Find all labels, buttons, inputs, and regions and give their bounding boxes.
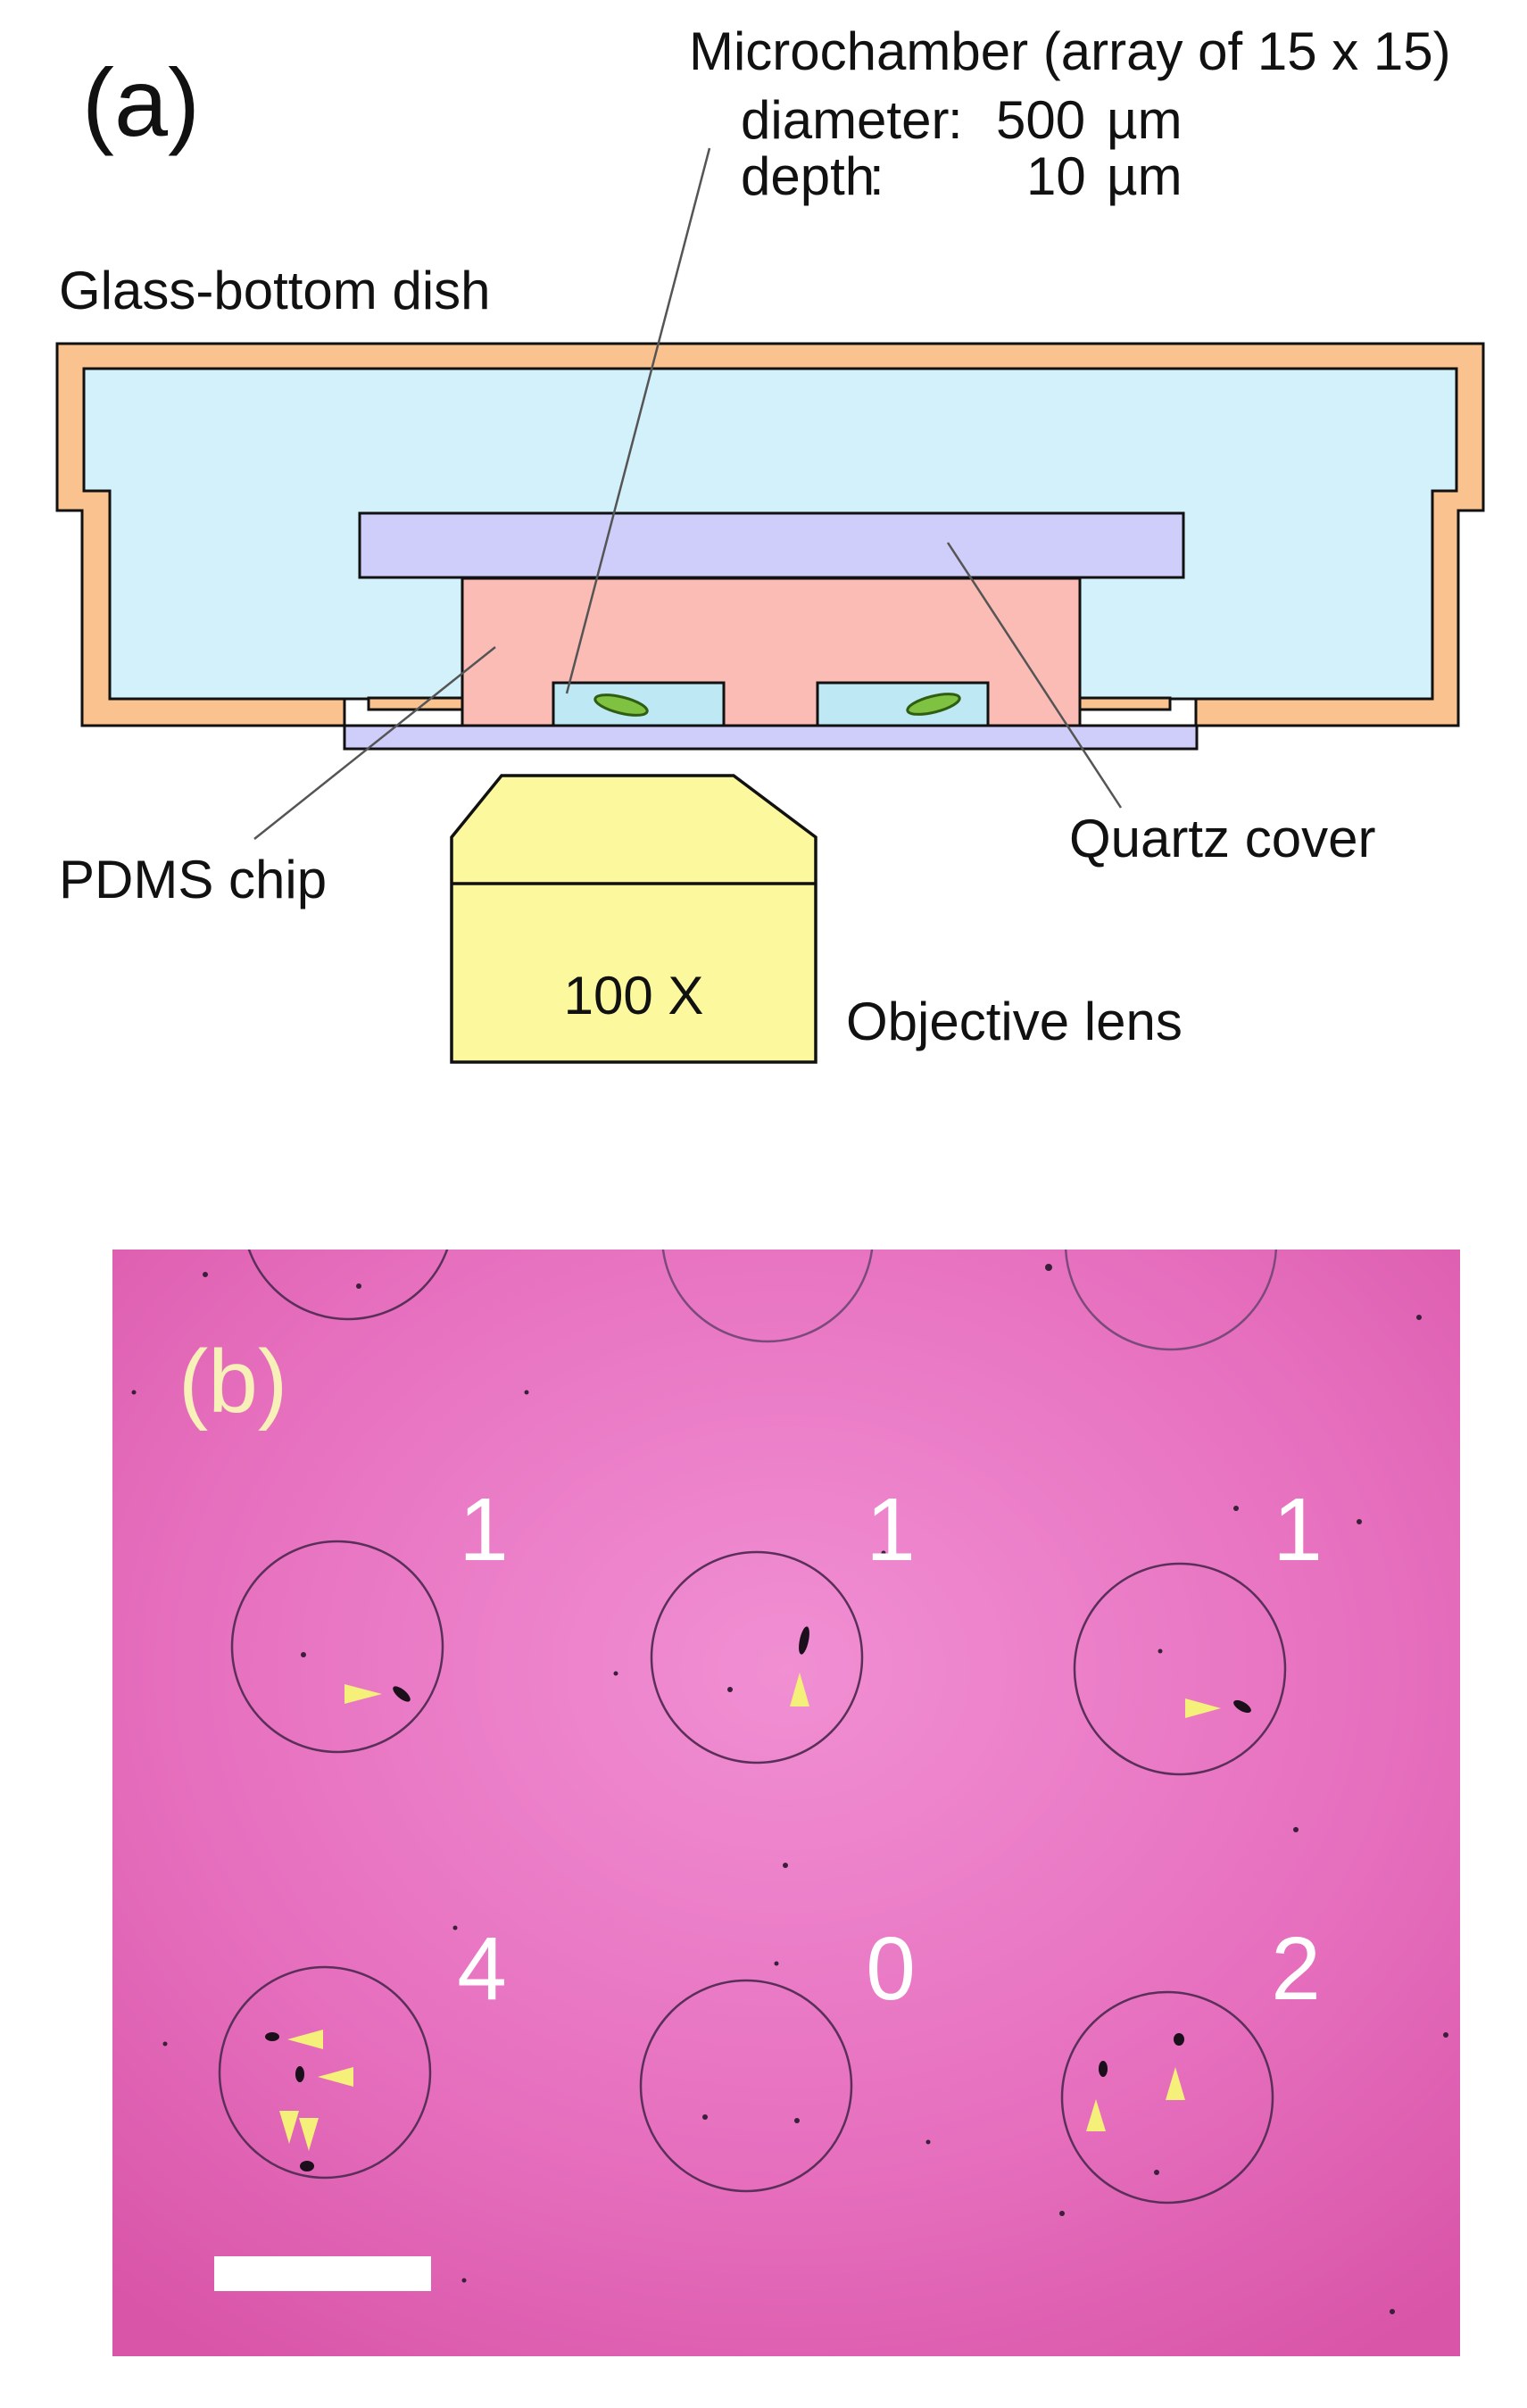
diameter-label: diameter (741, 90, 949, 150)
leader-pdms (253, 646, 496, 840)
diameter-value: 500 (996, 90, 1085, 150)
chamber-2 (650, 1550, 864, 1764)
chamber-5 (639, 1979, 853, 2193)
dish-label: Glass-bottom dish (59, 261, 491, 320)
chamber-count-4: 4 (457, 1919, 507, 2019)
pdms-label: PDMS chip (59, 850, 327, 909)
chamber-count-5: 0 (866, 1919, 916, 2019)
microchamber-title: Microchamber (array of 15 x 15) (689, 21, 1451, 81)
arrowhead-chamber-4b (318, 2067, 353, 2087)
depth-value: 10 (1026, 146, 1086, 206)
diameter-colon: : (948, 90, 963, 150)
arrowheads (279, 1673, 1221, 2151)
panel-b-label: (b) (178, 1332, 287, 1432)
arrowhead-chamber-4c (279, 2111, 299, 2144)
objective-magnification: 100 X (564, 966, 704, 1025)
arrowhead-chamber-6a (1086, 2099, 1106, 2131)
debris-specks (131, 1264, 1448, 2314)
micrograph-content (131, 1250, 1448, 2314)
chamber-count-1: 1 (459, 1480, 509, 1580)
partial-chamber-top-right (1064, 1250, 1278, 1351)
partial-chamber-top-center (661, 1250, 874, 1343)
micrograph-background (112, 1250, 1460, 2356)
chamber-count-2: 1 (866, 1480, 916, 1580)
leader-microchamber (565, 147, 711, 694)
chamber-count-3: 1 (1273, 1480, 1323, 1580)
quartz-cover (358, 511, 1185, 579)
scale-bar (214, 2256, 431, 2291)
bottom-glass (343, 724, 1199, 751)
partial-chamber-top-left (247, 1250, 449, 1321)
arrowhead-chamber-1 (344, 1684, 382, 1704)
chamber-1 (230, 1540, 444, 1754)
leader-quartz (946, 542, 1123, 809)
micrograph-cells (265, 1626, 1251, 2171)
chamber-3 (1073, 1562, 1287, 1776)
depth-label: depth (741, 146, 875, 206)
arrowhead-chamber-3 (1185, 1698, 1221, 1718)
chamber-count-6: 2 (1271, 1919, 1321, 2019)
chamber-6 (1060, 1990, 1274, 2205)
arrowhead-chamber-4a (287, 2030, 323, 2049)
arrowhead-chamber-6b (1166, 2067, 1185, 2100)
depth-colon: : (869, 146, 884, 206)
quartz-label: Quartz cover (1069, 809, 1375, 868)
chamber-4 (218, 1965, 432, 2180)
diameter-unit: µm (1107, 90, 1183, 150)
depth-unit: µm (1107, 146, 1183, 206)
panel-b-micrograph: (b) 1 1 1 4 0 2 (112, 1250, 1460, 2356)
panel-a-label: (a) (82, 48, 200, 156)
objective-label: Objective lens (846, 992, 1183, 1051)
arrowhead-chamber-2 (790, 1673, 809, 1706)
objective-lens (450, 774, 817, 1064)
cell-left (593, 693, 649, 717)
cell-right (906, 693, 961, 716)
panel-a-schematic: (a) Microchamber (array of 15 x 15) diam… (55, 21, 1485, 1064)
microchamber-right (816, 681, 990, 727)
arrowhead-chamber-4d (299, 2118, 319, 2151)
